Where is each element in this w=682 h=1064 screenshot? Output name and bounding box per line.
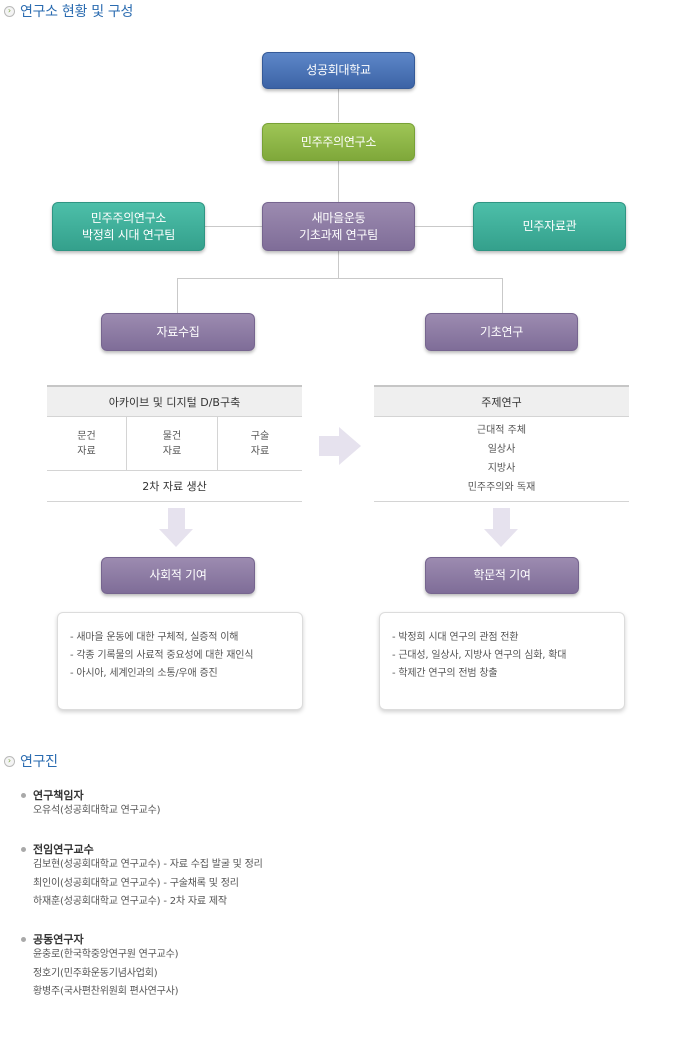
- staff-group-title: 공동연구자: [21, 931, 84, 947]
- connector-line: [338, 89, 339, 122]
- connector-line: [177, 278, 178, 313]
- panel-item: - 학제간 연구의 전범 창출: [392, 668, 498, 679]
- staff-member: 최인이(성공회대학교 연구교수) - 구술채록 및 정리: [33, 878, 239, 889]
- section-title: 연구진: [20, 754, 58, 770]
- panel-item: - 각종 기록물의 사료적 중요성에 대한 재인식: [70, 650, 254, 661]
- circle-arrow-icon: ›: [4, 755, 15, 767]
- row-divider: [374, 501, 629, 502]
- table-header-topics: 주제연구: [374, 385, 629, 417]
- row-divider: [47, 470, 302, 471]
- branch-box-research: 기초연구: [425, 313, 578, 351]
- connector-line: [177, 278, 503, 279]
- org-box-university: 성공회대학교: [262, 52, 415, 89]
- right-arrow-icon: [319, 427, 361, 465]
- panel-item: - 박정희 시대 연구의 관점 전환: [392, 632, 519, 643]
- table-cell-documents: 문건 자료: [77, 430, 96, 457]
- row-divider: [47, 501, 302, 502]
- connector-line: [338, 251, 339, 278]
- staff-group-title: 연구책임자: [21, 787, 84, 803]
- topic-item: 민주주의와 독재: [467, 482, 536, 493]
- connector-line: [338, 161, 339, 202]
- table-footer-secondary: 2차 자료 생산: [142, 479, 207, 493]
- down-arrow-icon: [493, 508, 510, 529]
- org-box-right-team: 민주자료관: [473, 202, 626, 251]
- table-cell-oral: 구술 자료: [250, 430, 270, 457]
- staff-member: 윤충로(한국학중앙연구원 연구교수): [33, 949, 179, 960]
- connector-line: [502, 278, 503, 313]
- outcome-box-social: 사회적 기여: [101, 557, 255, 594]
- topic-item: 일상사: [487, 444, 516, 455]
- org-box-left-team: 민주주의연구소 박정희 시대 연구팀: [52, 202, 205, 251]
- staff-member: 김보현(성공회대학교 연구교수) - 자료 수집 발굴 및 정리: [33, 859, 263, 870]
- staff-member: 하재훈(성공회대학교 연구교수) - 2차 자료 제작: [33, 896, 227, 907]
- panel-social: - 새마을 운동에 대한 구체적, 실증적 이해 - 각종 기록물의 사료적 중…: [57, 612, 303, 710]
- bullet-icon: [21, 846, 26, 852]
- topic-item: 지방사: [487, 463, 516, 474]
- down-arrow-icon: [484, 529, 518, 547]
- bullet-icon: [21, 936, 26, 942]
- section-title: 연구소 현황 및 구성: [20, 4, 134, 20]
- topic-item: 근대적 주체: [476, 425, 527, 436]
- connector-line: [415, 226, 473, 227]
- branch-box-collection: 자료수집: [101, 313, 255, 351]
- staff-group-title: 전임연구교수: [21, 841, 94, 857]
- connector-line: [205, 226, 262, 227]
- panel-item: - 새마을 운동에 대한 구체적, 실증적 이해: [70, 632, 239, 643]
- org-box-institute: 민주주의연구소: [262, 123, 415, 161]
- bullet-icon: [21, 792, 26, 798]
- outcome-box-academic: 학문적 기여: [425, 557, 579, 594]
- table-cell-objects: 물건 자료: [162, 430, 182, 457]
- staff-member: 황병주(국사편찬위원회 편사연구사): [33, 986, 179, 997]
- panel-item: - 근대성, 일상사, 지방사 연구의 심화, 확대: [392, 650, 567, 661]
- staff-member: 오유석(성공회대학교 연구교수): [33, 805, 161, 816]
- staff-member: 정호기(민주화운동기념사업회): [33, 968, 158, 979]
- section-header-staff: › 연구진: [4, 751, 58, 771]
- panel-item: - 아시아, 세계인과의 소통/우애 증진: [70, 668, 218, 679]
- section-header-status: › 연구소 현황 및 구성: [4, 1, 133, 21]
- org-box-center-team: 새마을운동 기초과제 연구팀: [262, 202, 415, 251]
- cell-divider: [217, 417, 218, 470]
- table-header-archive: 아카이브 및 디지털 D/B구축: [47, 385, 302, 417]
- down-arrow-icon: [159, 529, 193, 547]
- topic-list: 근대적 주체 일상사 지방사 민주주의와 독재: [374, 417, 629, 501]
- cell-divider: [126, 417, 127, 470]
- panel-academic: - 박정희 시대 연구의 관점 전환 - 근대성, 일상사, 지방사 연구의 심…: [379, 612, 625, 710]
- circle-arrow-icon: ›: [4, 5, 15, 17]
- down-arrow-icon: [168, 508, 185, 529]
